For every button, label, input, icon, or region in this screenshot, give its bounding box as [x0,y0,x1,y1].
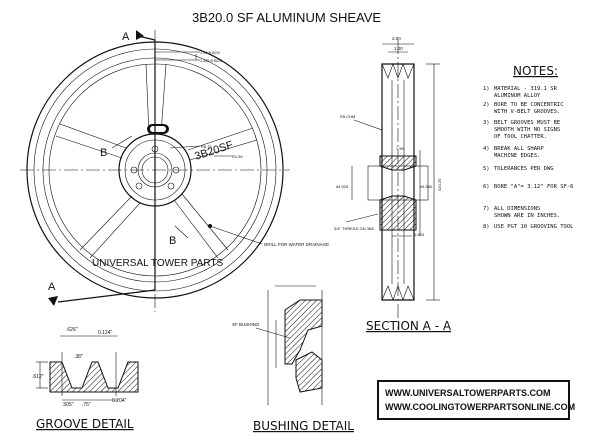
groove-detail-drawing [36,335,139,401]
note-7: 7) ALL DIMENSIONS SHOWN ARE IN INCHES. [483,206,560,219]
bushing-detail-title: BUSHING DETAIL [253,419,354,433]
note-2-line-1: BORE TO BE CONCENTRIC [494,102,564,108]
groove-dim-505: .505" [62,402,74,408]
note-3-line-1: BELT GROOVES MUST BE [494,120,560,126]
section-dim-250: 2.50 [392,36,401,41]
note-2-line-2: WITH V-BELT GROOVES. [494,109,560,115]
bushing-label: SF BUSHING [232,322,260,327]
drain-note: DRILL FOR WATER DRAINAGE [264,242,329,247]
bushing-detail-drawing [255,285,323,405]
url-cooling-tower-parts-online[interactable]: WWW.COOLINGTOWERPARTSONLINE.COM [385,402,576,412]
section-dim-150: 1.50 [396,146,405,151]
note-6-num: 6) [483,184,490,190]
notes-block: NOTES: 1) MATERIAL - 319.1 SR ALUMINUM A… [483,64,574,230]
groove-dim-38: .38" [74,354,83,360]
groove-dim-75: .75" [82,402,91,408]
note-6: 6) BORE "A"= 3.12" FOR SF-6 [483,184,573,190]
section-dim-thread: 3/4" THREAD ON 35A [334,226,374,231]
section-mark-b-right: B [169,235,176,247]
notes-heading: NOTES: [513,64,558,78]
section-dim-4930: #4.930 [420,184,433,189]
section-dim-chm: R5 CHM [340,114,355,119]
note-7-line-1: ALL DIMENSIONS [494,206,540,212]
section-a-a-drawing [345,40,440,330]
note-5-num: 5) [483,166,490,172]
dim-r-675: R6.75 [201,144,212,149]
dim-box-2: 1.425 B BOX [200,59,223,63]
note-7-line-2: SHOWN ARE IN INCHES. [494,213,560,219]
groove-detail-title: GROOVE DETAIL [36,417,134,431]
note-8: 8) USE PGT 10 GROOVING TOOL [483,224,574,230]
note-3-line-3: OF TOOL CHATTER. [494,134,547,140]
section-a-a-title: SECTION A - A [366,319,452,333]
section-mark-b-left: B [100,147,107,159]
sheave-front-view [20,30,290,312]
note-4-line-2: MACHINE EDGES. [494,153,540,159]
section-dim-2025: #20.25 [437,178,442,191]
note-2-num: 2) [483,102,490,108]
note-4-num: 4) [483,146,490,152]
section-dim-100: 1.00 [394,46,403,51]
section-mark-a-bottom: A [48,281,56,293]
note-8-line-1: USE PGT 10 GROOVING TOOL [494,224,574,230]
section-dim-1503: 1.503 [414,232,425,237]
groove-dim-204: 0.204" [112,398,127,404]
drawing-title: 3B20.0 SF ALUMINUM SHEAVE [192,10,381,25]
note-3: 3) BELT GROOVES MUST BE SMOOTH WITH NO S… [483,120,560,140]
note-8-num: 8) [483,224,490,230]
groove-dim-626: .626" [66,327,78,333]
groove-dim-124-top: 0.124" [98,330,113,336]
note-6-line-1: BORE "A"= 3.12" FOR SF-6 [494,184,573,190]
note-7-num: 7) [483,206,490,212]
watermark-text: UNIVERSAL TOWER PARTS [92,258,223,269]
section-mark-a-top: A [122,31,130,43]
note-5-line-1: TOLERANCES PER DWG [494,166,554,172]
section-dim-4925: #4.925 [336,184,349,189]
website-url-box: WWW.UNIVERSALTOWERPARTS.COM WWW.COOLINGT… [377,380,576,420]
note-5: 5) TOLERANCES PER DWG [483,166,554,172]
note-1-line-1: MATERIAL - 319.1 SR [494,86,558,92]
dim-r-150: R1.50 [232,154,243,159]
dim-box-1: 1.44 B BOX [200,51,221,55]
groove-dim-612: .612" [32,374,44,380]
note-1-line-2: ALUMINUM ALLOY [494,93,541,99]
note-1: 1) MATERIAL - 319.1 SR ALUMINUM ALLOY [483,86,558,99]
note-4-line-1: BREAK ALL SHARP [494,146,544,152]
url-universal-tower-parts[interactable]: WWW.UNIVERSALTOWERPARTS.COM [385,388,551,398]
note-2: 2) BORE TO BE CONCENTRIC WITH V-BELT GRO… [483,102,564,115]
note-4: 4) BREAK ALL SHARP MACHINE EDGES. [483,146,544,159]
note-1-num: 1) [483,86,490,92]
note-3-line-2: SMOOTH WITH NO SIGNS [494,127,560,133]
note-3-num: 3) [483,120,490,126]
hub-label: 3B20SF [193,139,235,163]
